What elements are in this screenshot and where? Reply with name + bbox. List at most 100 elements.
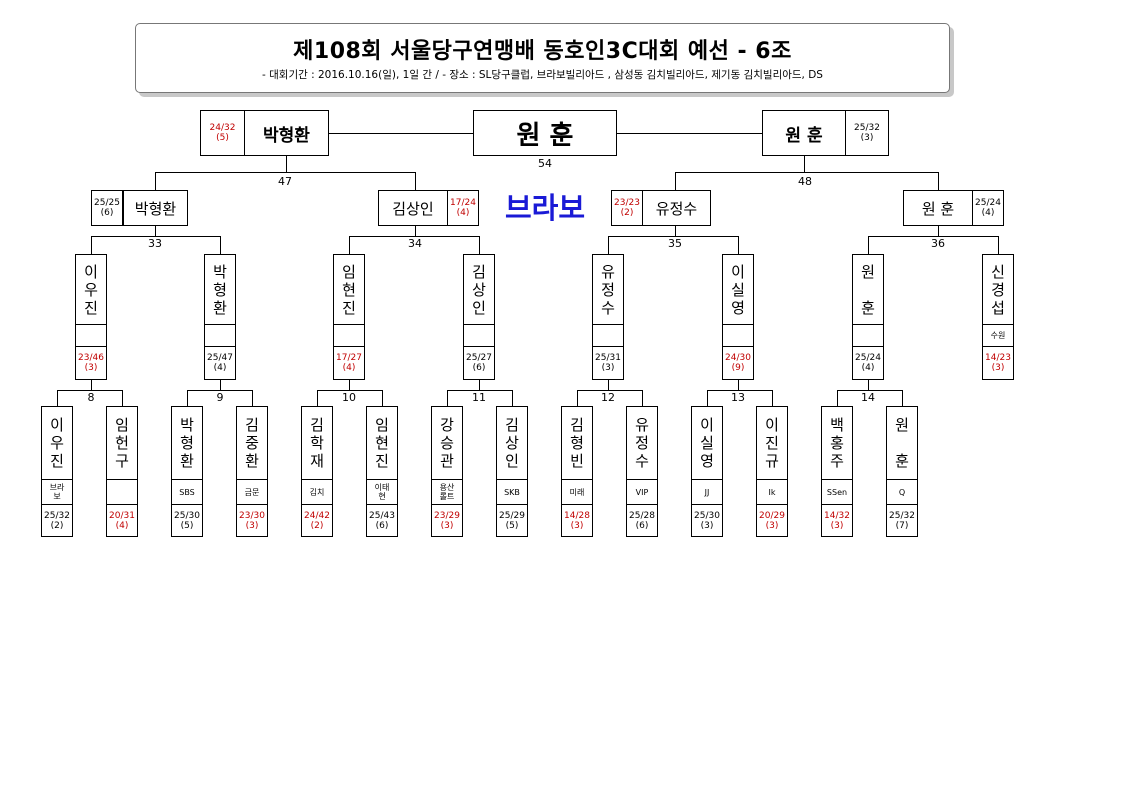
club-cell <box>852 324 884 347</box>
quarter-score: 25/25(6) <box>91 190 123 226</box>
club-cell <box>722 324 754 347</box>
inning-value: (3) <box>570 520 584 531</box>
player-score: 25/31(3) <box>592 346 624 380</box>
name-char: 이 <box>50 416 64 434</box>
score-value: 25/25 <box>94 198 120 208</box>
bracket-line <box>998 236 999 255</box>
match-number: 12 <box>601 391 615 404</box>
club-cell: 김치 <box>301 479 333 505</box>
name-char: 임 <box>115 416 129 434</box>
player-score: 25/30(5) <box>171 504 203 537</box>
match-number: 13 <box>731 391 745 404</box>
bracket-line <box>608 236 609 255</box>
name-char: 김 <box>245 416 259 434</box>
score-value: 14/23 <box>985 353 1011 363</box>
score-value: 14/28 <box>564 510 590 521</box>
inning-value: (2) <box>620 208 634 218</box>
club-name: 보 <box>53 492 61 501</box>
name-char: 형 <box>570 434 584 452</box>
name-char: 인 <box>505 452 519 470</box>
name-char: 김 <box>505 416 519 434</box>
bracket-line <box>349 236 480 237</box>
bracket-line <box>317 390 383 391</box>
inning-value: (5) <box>180 520 194 531</box>
bracket-line <box>738 236 739 255</box>
name-char: 인 <box>472 298 486 317</box>
name-char: 원 <box>861 262 875 281</box>
inning-value: (3) <box>860 133 874 143</box>
name-char: 홍 <box>830 434 844 452</box>
page-title: 제108회 서울당구연맹배 동호인3C대회 예선 - 6조 <box>293 39 792 64</box>
score-value: 25/43 <box>369 510 395 521</box>
bracket-line <box>837 390 903 391</box>
inning-value: (4) <box>456 208 470 218</box>
player-score: 25/43(6) <box>366 504 398 537</box>
quarter-name: 유정수 <box>642 190 711 226</box>
bracket-line <box>317 390 318 407</box>
inning-value: (6) <box>635 520 649 531</box>
name-char: 규 <box>765 452 779 470</box>
club-cell <box>75 324 107 347</box>
player-score: 25/47(4) <box>204 346 236 380</box>
player-score: 14/28(3) <box>561 504 593 537</box>
name-char: 환 <box>213 298 227 317</box>
quarter-name: 박형환 <box>123 190 188 226</box>
name-char: 학 <box>310 434 324 452</box>
score-value: 25/27 <box>466 353 492 363</box>
score-value: 23/30 <box>239 510 265 521</box>
score-value: 25/31 <box>595 353 621 363</box>
quarter-name: 원 훈 <box>903 190 973 226</box>
club-name: 이태 <box>374 483 390 492</box>
inning-value: (9) <box>731 363 745 373</box>
club-name: 금문 <box>244 487 260 497</box>
name-char: 중 <box>245 434 259 452</box>
score-value: 20/29 <box>759 510 785 521</box>
name-char: 구 <box>115 452 129 470</box>
player-score: 20/31(4) <box>106 504 138 537</box>
score-value: 23/46 <box>78 353 104 363</box>
inning-value: (6) <box>472 363 486 373</box>
name-char: 상 <box>472 280 486 299</box>
bracket-line <box>617 133 763 134</box>
bracket-line <box>512 390 513 407</box>
club-cell <box>204 324 236 347</box>
club-name: Ik <box>768 487 776 497</box>
bracket-line <box>804 156 805 173</box>
club-cell: SKB <box>496 479 528 505</box>
bravo-logo-text: 브라보 <box>504 191 586 225</box>
name-char: 유 <box>635 416 649 434</box>
name-char: 임 <box>342 262 356 281</box>
name-char: 진 <box>765 434 779 452</box>
bracket-line <box>868 236 999 237</box>
bracket-line <box>57 390 123 391</box>
bracket-line <box>837 390 838 407</box>
name-char: 실 <box>700 434 714 452</box>
inning-value: (4) <box>861 363 875 373</box>
name-char: 원 <box>895 416 909 434</box>
inning-value: (4) <box>213 363 227 373</box>
bracket-line <box>608 236 739 237</box>
inning-value: (2) <box>50 520 64 531</box>
name-char: 신 <box>991 262 1005 281</box>
quarter-score: 25/24(4) <box>972 190 1004 226</box>
inning-value: (7) <box>895 520 909 531</box>
quarter-score: 17/24(4) <box>447 190 479 226</box>
bracket-line <box>91 380 92 391</box>
name-char: 형 <box>180 434 194 452</box>
name-char: 이 <box>731 262 745 281</box>
inning-value: (3) <box>991 363 1005 373</box>
player-score: 25/29(5) <box>496 504 528 537</box>
inning-value: (3) <box>245 520 259 531</box>
bracket-line <box>608 380 609 391</box>
name-char: 현 <box>342 280 356 299</box>
